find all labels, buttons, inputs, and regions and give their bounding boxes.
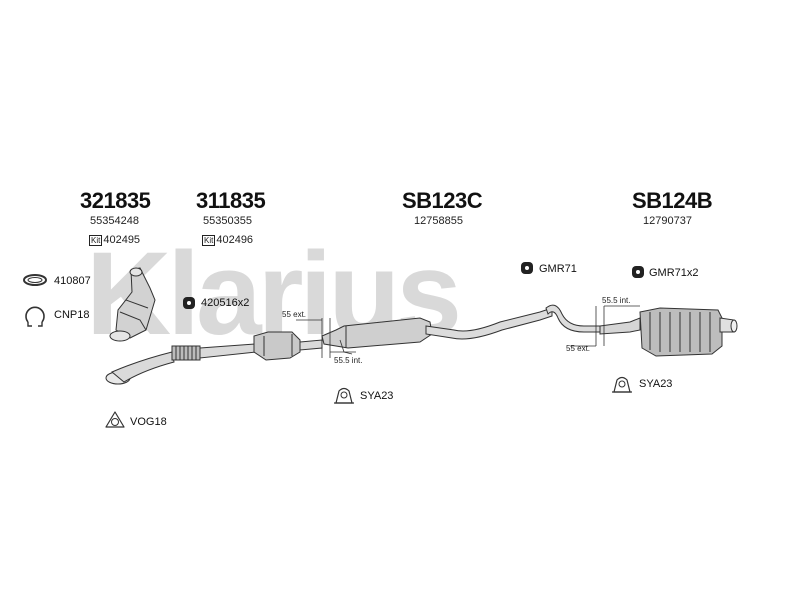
bracket-icon	[612, 376, 632, 393]
oem-number-3: 12758855	[414, 215, 463, 227]
accessory-420516[interactable]: 420516x2	[201, 297, 250, 309]
front-catalyst-part[interactable]	[109, 267, 156, 342]
oem-number-2: 55350355	[203, 215, 252, 227]
dimension-label-55-5-int-2: 55.5 int.	[602, 296, 631, 305]
oem-number-1: 55354248	[90, 215, 139, 227]
centre-silencer-part[interactable]	[321, 304, 601, 355]
kit-badge: Kit	[202, 234, 216, 246]
rubber-mount-icon	[183, 297, 195, 309]
part-title-4[interactable]: SB124B	[632, 188, 713, 213]
dimension-label-55-5-int-1: 55.5 int.	[334, 356, 363, 365]
accessory-sya23-left[interactable]: SYA23	[360, 390, 394, 402]
oem-number-4: 12790737	[643, 215, 692, 227]
accessory-gmr71[interactable]: GMR71	[539, 263, 577, 275]
bracket-icon	[334, 387, 354, 404]
kit-number-value: 402496	[216, 234, 254, 246]
second-catalyst-part[interactable]	[253, 331, 323, 361]
part-title-2[interactable]: 311835	[196, 188, 266, 213]
part-title-3[interactable]: SB123C	[402, 188, 483, 213]
clamp-icon	[25, 306, 45, 327]
kit-number-2: Kit 402496	[202, 234, 253, 246]
kit-number-1: Kit 402495	[89, 234, 140, 246]
rubber-hanger-icon	[521, 262, 533, 274]
dimension-label-55-ext-2: 55 ext.	[566, 344, 591, 353]
gasket-ring-icon	[23, 274, 47, 286]
dimension-label-55-ext-1: 55 ext.	[282, 310, 307, 319]
accessory-vog18[interactable]: VOG18	[130, 416, 167, 428]
rear-silencer-part[interactable]	[599, 307, 738, 357]
kit-number-value: 402495	[103, 234, 141, 246]
kit-badge: Kit	[89, 234, 103, 246]
part-title-1[interactable]: 321835	[80, 188, 151, 213]
rubber-hanger-icon	[632, 266, 644, 278]
accessory-gmr71x2[interactable]: GMR71x2	[649, 267, 699, 279]
accessory-410807[interactable]: 410807	[54, 275, 91, 287]
accessory-cnp18[interactable]: CNP18	[54, 309, 90, 321]
accessory-sya23-right[interactable]: SYA23	[639, 378, 673, 390]
front-pipe-part[interactable]	[105, 343, 257, 385]
triangle-gasket-icon	[105, 411, 125, 428]
dimension-markers	[296, 305, 640, 358]
